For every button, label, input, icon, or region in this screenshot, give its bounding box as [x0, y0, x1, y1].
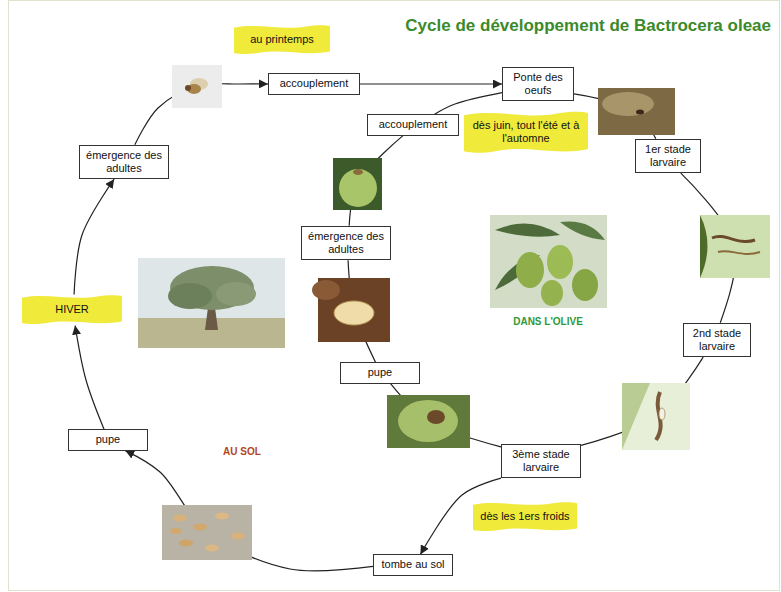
pupa — [193, 524, 207, 531]
olive-branch-photo — [490, 215, 607, 308]
node-text: dès juin, tout l'été et à l'automne — [471, 119, 581, 145]
photo-ground — [333, 158, 382, 210]
ground-pupae-photo — [162, 505, 252, 560]
season-banner: HIVER — [22, 294, 122, 325]
stage-box: pupe — [340, 362, 420, 383]
stage-box: accouplement — [367, 114, 459, 135]
stage-box: Ponte des oeufs — [502, 67, 574, 101]
egg-puncture — [636, 110, 644, 115]
node-text: au printemps — [241, 33, 323, 46]
tree-crown — [216, 282, 256, 306]
region-label: AU SOL — [223, 446, 261, 457]
fly — [353, 169, 363, 175]
olive — [398, 400, 458, 442]
larva-gallery — [718, 251, 760, 254]
banner-fill — [234, 26, 330, 55]
stage-box: accouplement — [268, 73, 360, 94]
fly-head — [185, 85, 191, 91]
tree-crown — [168, 283, 212, 309]
olive — [541, 280, 563, 306]
node-text: accouplement — [372, 118, 454, 131]
stage-box: 2nd stade larvaire — [683, 323, 751, 357]
pupa — [170, 528, 182, 534]
stage-box: 1er stade larvaire — [635, 139, 701, 173]
fly-photo — [172, 65, 222, 108]
node-text: pupe — [73, 433, 143, 446]
leaf — [560, 221, 605, 240]
season-banner: dès les 1ers froids — [473, 501, 577, 532]
pupa — [173, 515, 187, 522]
node-text: HIVER — [29, 303, 115, 316]
connector-group — [74, 84, 736, 571]
cycle-connector — [74, 179, 114, 294]
node-text: pupe — [345, 366, 415, 379]
node-text: Ponte des oeufs — [507, 71, 569, 97]
stage-box: émergence des adultes — [301, 226, 391, 260]
cycle-connector — [75, 326, 104, 430]
pupa — [231, 533, 245, 540]
pupa — [179, 540, 193, 547]
photo-ground — [387, 395, 470, 448]
diagram-title: Cycle de développement de Bactrocera ole… — [405, 16, 771, 36]
larva — [659, 408, 665, 420]
pupa — [334, 301, 374, 325]
banner-fill — [22, 296, 122, 325]
node-text: accouplement — [273, 77, 355, 90]
larva-photo — [622, 383, 690, 450]
larva-gallery — [712, 236, 755, 241]
olive — [547, 245, 573, 279]
photo-sky — [138, 258, 285, 348]
pupa — [205, 545, 219, 552]
cycle-connector — [125, 451, 373, 571]
node-text: émergence des adultes — [306, 230, 386, 256]
stage-box: 3ème stade larvaire — [501, 444, 581, 478]
season-banner: au printemps — [234, 24, 330, 55]
photo-ground — [162, 505, 252, 560]
node-text: 1er stade larvaire — [640, 143, 696, 169]
banner-fill — [473, 503, 577, 532]
photo-ground — [172, 65, 222, 108]
stage-box: tombe au sol — [373, 554, 453, 575]
olive-skin — [700, 215, 708, 278]
cycle-connector — [360, 83, 502, 84]
olive-photo — [387, 395, 470, 448]
olive-pulp — [312, 280, 340, 300]
page-frame — [9, 1, 780, 591]
node-text: 3ème stade larvaire — [506, 448, 576, 474]
leaf — [495, 224, 560, 237]
olive-skin — [602, 92, 654, 116]
egg-photo — [598, 88, 675, 135]
node-text: tombe au sol — [378, 558, 448, 571]
olive-flesh — [622, 383, 650, 450]
olive-fly-photo — [333, 158, 382, 210]
pupa — [215, 513, 229, 520]
olive — [339, 169, 377, 207]
region-label: DANS L'OLIVE — [513, 316, 583, 327]
photo-ground — [490, 215, 607, 308]
olive — [516, 252, 544, 288]
node-text: dès les 1ers froids — [480, 510, 570, 523]
larva-photo — [700, 215, 770, 278]
banner-fill — [464, 112, 588, 153]
node-text: 2nd stade larvaire — [688, 327, 746, 353]
node-text: émergence des adultes — [84, 149, 164, 175]
olive — [572, 269, 598, 301]
olive-tree-photo — [138, 258, 285, 348]
stage-box: émergence des adultes — [79, 145, 169, 179]
photo-ground — [622, 383, 690, 450]
photo-ground — [598, 88, 675, 135]
photo-ground — [700, 215, 770, 278]
stage-box: pupe — [68, 429, 148, 450]
exit-hole — [427, 410, 445, 424]
season-banner: dès juin, tout l'été et à l'automne — [464, 110, 588, 154]
pupa-photo — [312, 278, 390, 342]
cycle-connector — [434, 93, 502, 115]
